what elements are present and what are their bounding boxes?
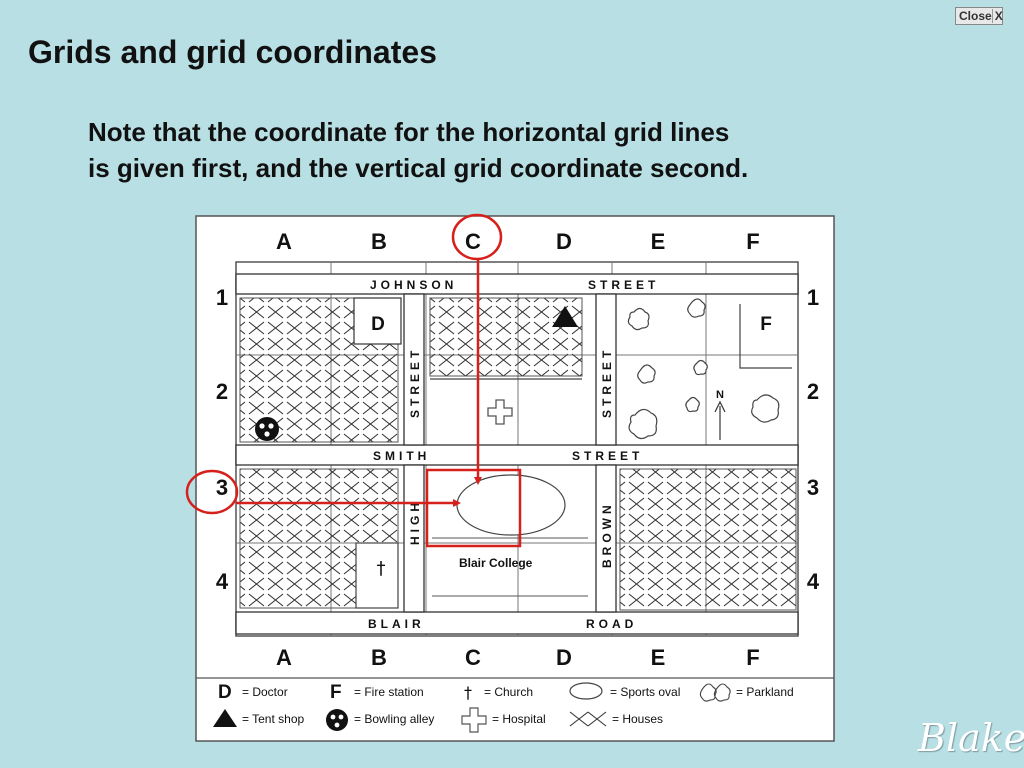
bowling-alley-icon [255, 417, 279, 441]
row-labels-right: 1 2 3 4 [807, 285, 820, 594]
north-label: N [716, 389, 724, 401]
map-legend: D = Doctor F = Fire station † = Church =… [213, 682, 794, 733]
blair-road [235, 611, 799, 635]
park-tree-icon [685, 396, 700, 413]
legend-parkland-icon [699, 683, 731, 702]
note-line-2: is given first, and the vertical grid co… [88, 153, 749, 183]
tent-shop-icon [552, 306, 578, 327]
legend-hospital-icon [461, 707, 487, 733]
doctor-building [353, 297, 402, 345]
row-label-3: 3 [807, 475, 819, 500]
street-left-label: STREET [408, 347, 422, 418]
column-labels-top: A B C D E F [276, 229, 760, 254]
high-street-label: HIGH [408, 499, 422, 545]
column-label-a: A [276, 645, 292, 670]
column-label-b: B [371, 229, 387, 254]
fire-station-building [739, 304, 792, 369]
row-labels-left: 1 2 3 4 [216, 285, 229, 594]
high-street-left [403, 293, 425, 446]
coordinate-highlights [185, 213, 522, 548]
legend-fire-symbol: F [330, 682, 342, 703]
legend-fire-station: = Fire station [354, 685, 424, 699]
row-label-4: 4 [216, 569, 229, 594]
park-tree-icon [687, 298, 706, 318]
north-arrow-icon [714, 400, 726, 440]
legend-doctor: = Doctor [242, 685, 288, 699]
row-label-2: 2 [216, 379, 228, 404]
smith-street-label: SMITH [373, 449, 430, 463]
sports-oval [456, 474, 566, 536]
legend-bowling-alley: = Bowling alley [354, 712, 434, 726]
row-label-4: 4 [807, 569, 820, 594]
roads [235, 273, 799, 635]
column-label-f: F [746, 645, 759, 670]
blair-road-label-2: ROAD [586, 617, 637, 631]
column-label-b: B [371, 645, 387, 670]
column-label-a: A [276, 229, 292, 254]
park-tree-icon [628, 408, 658, 440]
legend-church-symbol: † [464, 683, 472, 702]
smith-street-label-2: STREET [572, 449, 643, 463]
houses-block [429, 297, 583, 377]
legend-houses: = Houses [612, 712, 663, 726]
close-icon: X [991, 9, 1003, 23]
brown-street-label: BROWN [600, 501, 614, 568]
note-text: Note that the coordinate for the horizon… [88, 114, 748, 186]
column-label-c: C [465, 645, 481, 670]
legend-hospital: = Hospital [492, 712, 546, 726]
legend-church: = Church [484, 685, 533, 699]
row-label-1: 1 [807, 285, 819, 310]
church-building [355, 542, 399, 609]
street-right [595, 293, 617, 446]
brown-street [595, 464, 617, 613]
college-label: Blair College [459, 556, 533, 570]
column-label-c: C [465, 229, 481, 254]
column-label-e: E [651, 645, 666, 670]
legend-houses-icon [569, 711, 607, 727]
park-tree-icon [627, 307, 650, 331]
fire-station-symbol: F [760, 314, 772, 335]
park-tree-icon [751, 394, 780, 423]
blair-road-label: BLAIR [368, 617, 425, 631]
park-tree-icon [637, 364, 656, 384]
grid-square-highlight [425, 468, 522, 548]
houses-block [619, 468, 797, 611]
column-labels-bottom: A B C D E F [276, 645, 760, 670]
row-label-3: 3 [216, 475, 228, 500]
column-label-d: D [556, 645, 572, 670]
column-label-e: E [651, 229, 666, 254]
parkland-trees [627, 298, 780, 440]
slide-title: Grids and grid coordinates [28, 34, 437, 70]
johnson-street-label: JOHNSON [370, 278, 457, 292]
street-names: JOHNSON STREET SMITH STREET BLAIR ROAD S… [368, 278, 659, 631]
legend-tent-shop: = Tent shop [242, 712, 304, 726]
row-highlight-circle [185, 469, 239, 515]
hospital-icon [487, 399, 513, 425]
legend-doctor-symbol: D [218, 682, 232, 703]
note-line-1: Note that the coordinate for the horizon… [88, 117, 730, 147]
close-label: Close [959, 9, 992, 23]
street-right-label: STREET [600, 347, 614, 418]
doctor-symbol: D [371, 314, 385, 335]
smith-street [235, 444, 799, 466]
column-label-f: F [746, 229, 759, 254]
legend-tent-icon [213, 709, 237, 727]
close-button[interactable]: Close X [955, 7, 1003, 25]
legend-oval-icon [569, 682, 603, 700]
church-symbol: † [377, 558, 386, 579]
column-label-d: D [556, 229, 572, 254]
legend-sports-oval: = Sports oval [610, 685, 680, 699]
brand-signature: Blake [918, 716, 1024, 760]
legend-bowling-icon [326, 709, 348, 731]
park-tree-icon [693, 359, 708, 376]
row-label-1: 1 [216, 285, 228, 310]
johnson-street-label-2: STREET [588, 278, 659, 292]
legend-parkland: = Parkland [736, 685, 794, 699]
row-label-2: 2 [807, 379, 819, 404]
johnson-street [235, 273, 799, 295]
